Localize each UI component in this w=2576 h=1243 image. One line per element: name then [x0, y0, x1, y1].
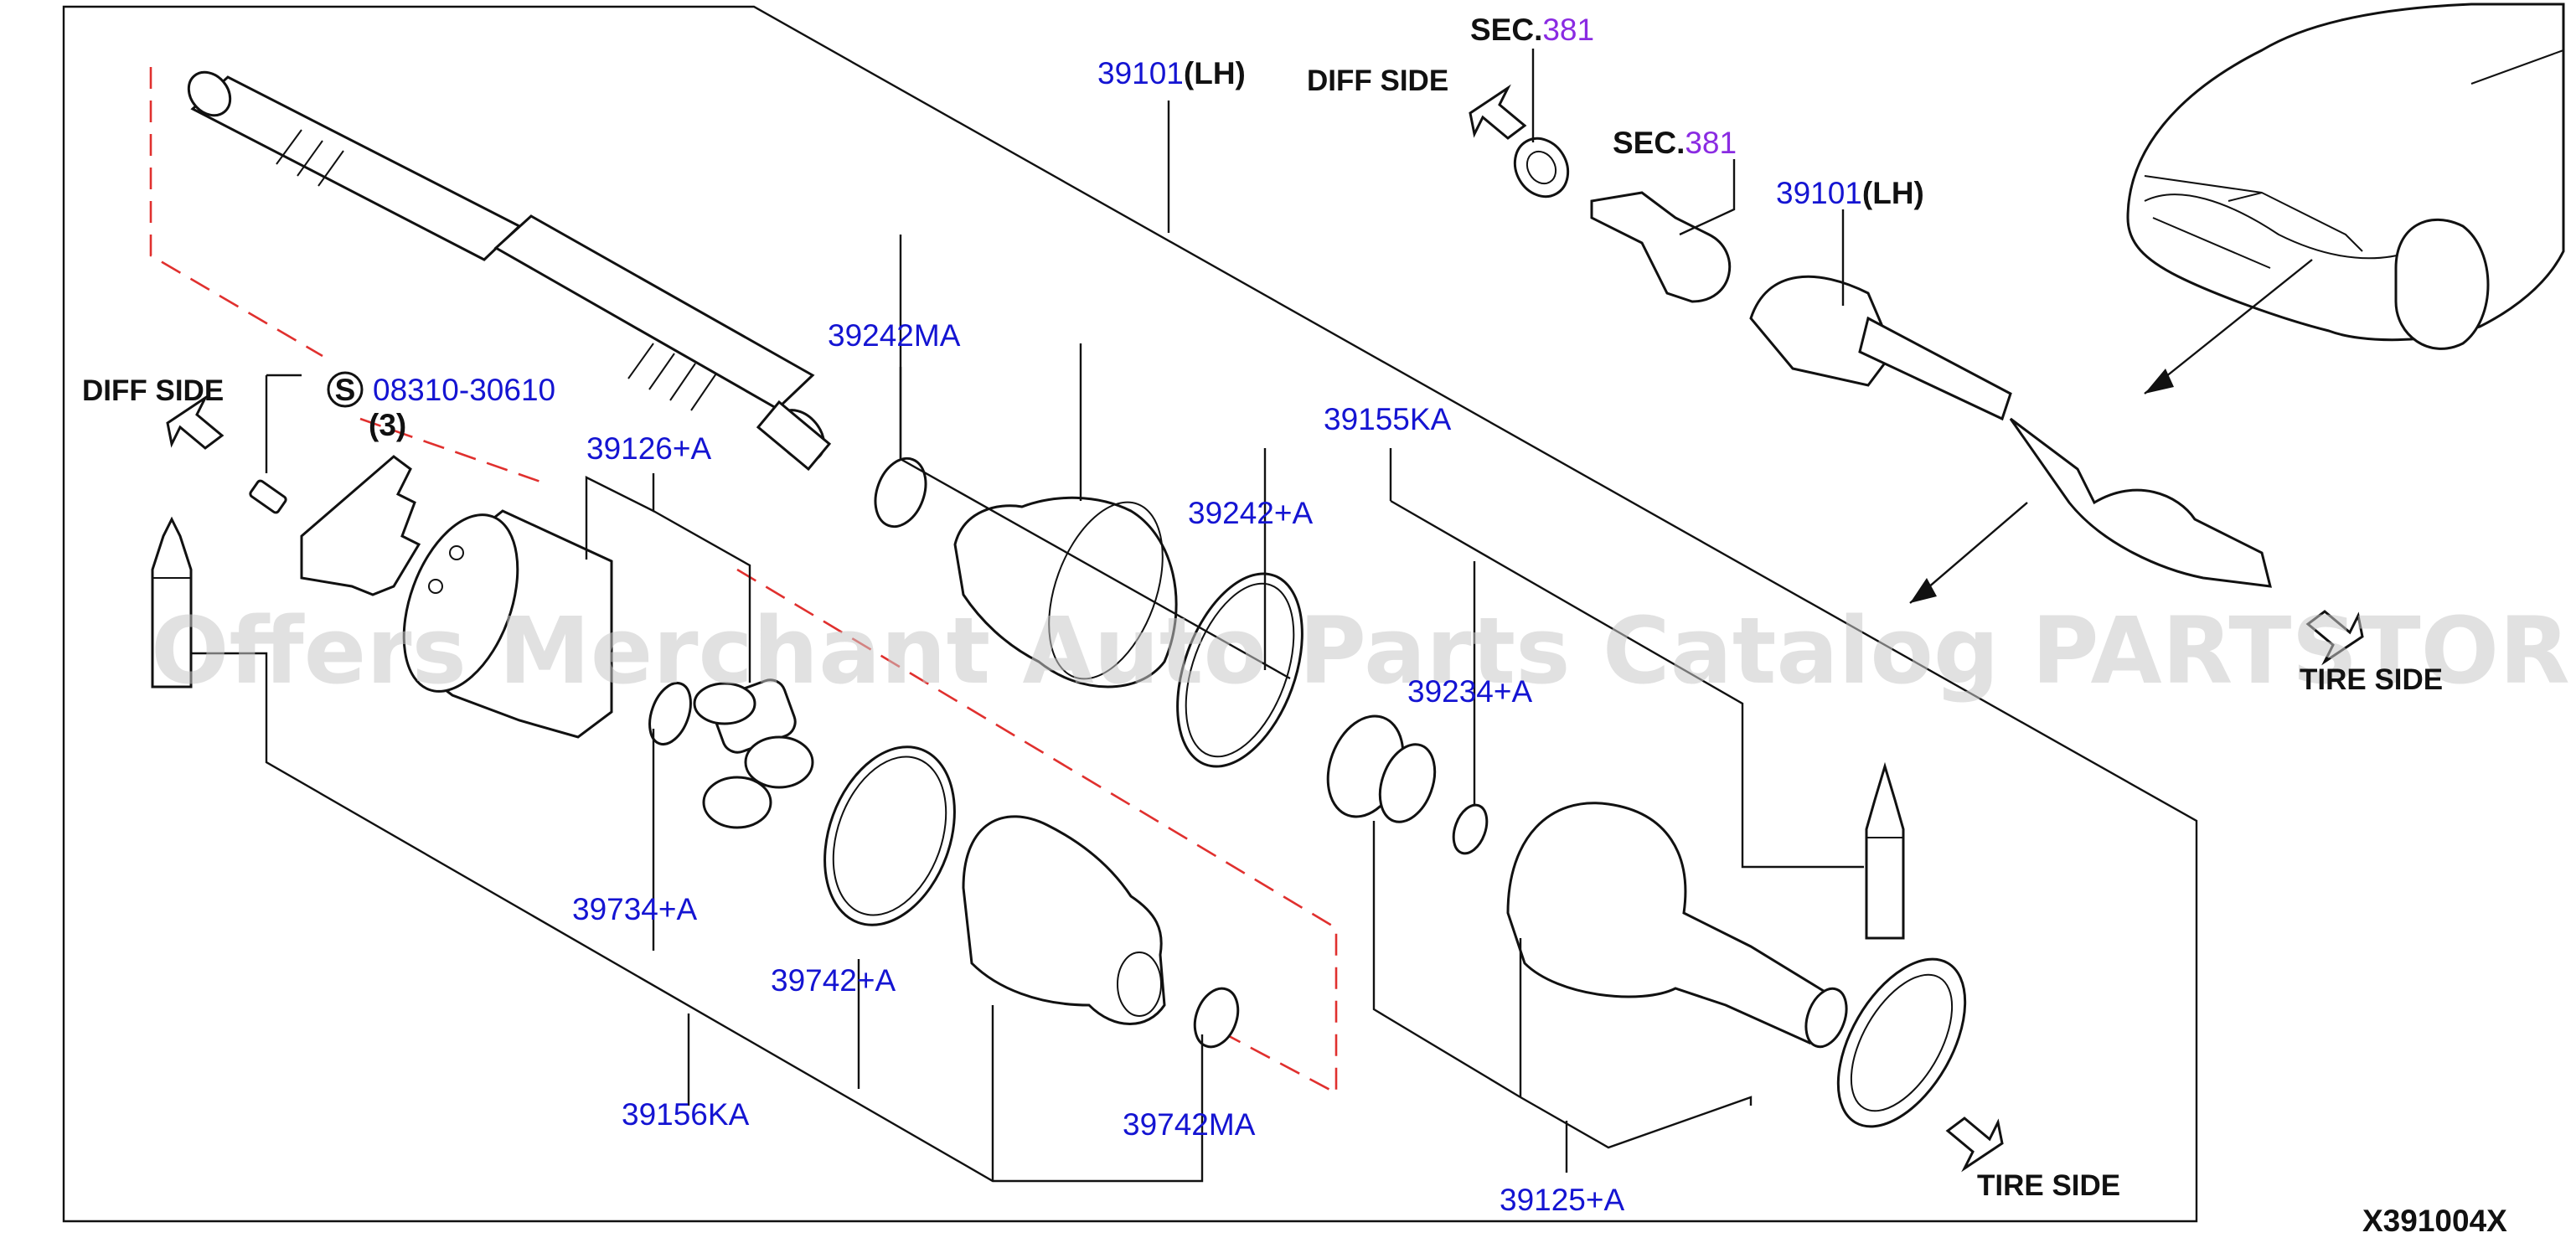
clamp-39742MA[interactable]: [1187, 983, 1246, 1053]
section-ref-2: SEC.381: [1613, 126, 1737, 160]
section-ref-1: SEC.381: [1470, 13, 1594, 47]
diagram-code: X391004X: [2362, 1204, 2507, 1238]
label-tire-side-bottom: TIRE SIDE: [1977, 1169, 2120, 1202]
arrow-car: [2144, 259, 2313, 395]
axle-assembly-39101[interactable]: [1749, 275, 2272, 588]
label-diff-side-left: DIFF SIDE: [82, 374, 224, 407]
spider-assembly[interactable]: [693, 676, 814, 829]
vehicle-illustration: [2126, 3, 2565, 350]
band-39242[interactable]: [1154, 557, 1326, 784]
bolt[interactable]: [249, 479, 287, 514]
hidden-line-lower: [736, 568, 1338, 1096]
watermark-text: Offers Merchant Auto Parts Catalog PARTS…: [151, 597, 2576, 704]
bearing-cage[interactable]: [1314, 705, 1444, 829]
bolt-qty: (3): [369, 408, 406, 442]
direction-arrows: [166, 84, 2364, 1173]
hidden-line-upper: [149, 67, 323, 358]
band-39242MA[interactable]: [866, 451, 934, 534]
boot-band-39742[interactable]: [802, 729, 978, 943]
snap-ring-39734[interactable]: [642, 678, 698, 750]
part-label-39234[interactable]: 39234+A: [1407, 674, 1532, 709]
leader-lines: [191, 49, 1864, 1183]
bolt-callout[interactable]: S 08310-30610 (3): [327, 371, 555, 442]
boot-inner[interactable]: [962, 815, 1166, 1025]
bolt-symbol: S: [335, 373, 356, 407]
part-label-39101-center[interactable]: 39101(LH): [1097, 56, 1246, 90]
boot-outer[interactable]: [953, 487, 1185, 694]
frame-outline: [62, 5, 2198, 1223]
part-label-39126[interactable]: 39126+A: [586, 431, 711, 466]
bearing-sec381[interactable]: [1505, 129, 1578, 206]
arrow-diff-left: [166, 394, 225, 450]
part-label-39125[interactable]: 39125+A: [1500, 1183, 1624, 1217]
arrow-tire-bottom: [1945, 1117, 2004, 1173]
part-label-39155KA[interactable]: 39155KA: [1324, 402, 1452, 436]
grease-tube-right[interactable]: [1865, 761, 1905, 940]
arrow-diff-top: [1469, 84, 1527, 140]
label-tire-side-right: TIRE SIDE: [2300, 663, 2443, 696]
outer-joint-39125[interactable]: [1506, 802, 1854, 1053]
bolt-part-number[interactable]: 08310-30610: [373, 373, 555, 407]
circlip-39234[interactable]: [1448, 801, 1493, 859]
part-label-39242[interactable]: 39242+A: [1188, 496, 1313, 530]
part-label-39242MA[interactable]: 39242MA: [828, 318, 961, 353]
flange-sec381[interactable]: [1590, 191, 1732, 303]
seal-ring[interactable]: [1812, 938, 1991, 1148]
arrow-tire-right: [2305, 610, 2364, 666]
drive-shaft[interactable]: [180, 64, 834, 472]
part-label-39734[interactable]: 39734+A: [572, 892, 697, 926]
housing-39126[interactable]: [382, 499, 613, 739]
part-label-39742MA[interactable]: 39742MA: [1123, 1107, 1256, 1142]
part-label-39156KA[interactable]: 39156KA: [622, 1097, 750, 1132]
label-diff-side-top: DIFF SIDE: [1307, 64, 1448, 97]
part-label-39101-right[interactable]: 39101(LH): [1776, 176, 1924, 210]
grease-tube-left[interactable]: [151, 516, 193, 689]
part-label-39742[interactable]: 39742+A: [771, 963, 896, 998]
s-symbol-icon: [327, 371, 364, 408]
dust-plate[interactable]: [300, 455, 421, 596]
